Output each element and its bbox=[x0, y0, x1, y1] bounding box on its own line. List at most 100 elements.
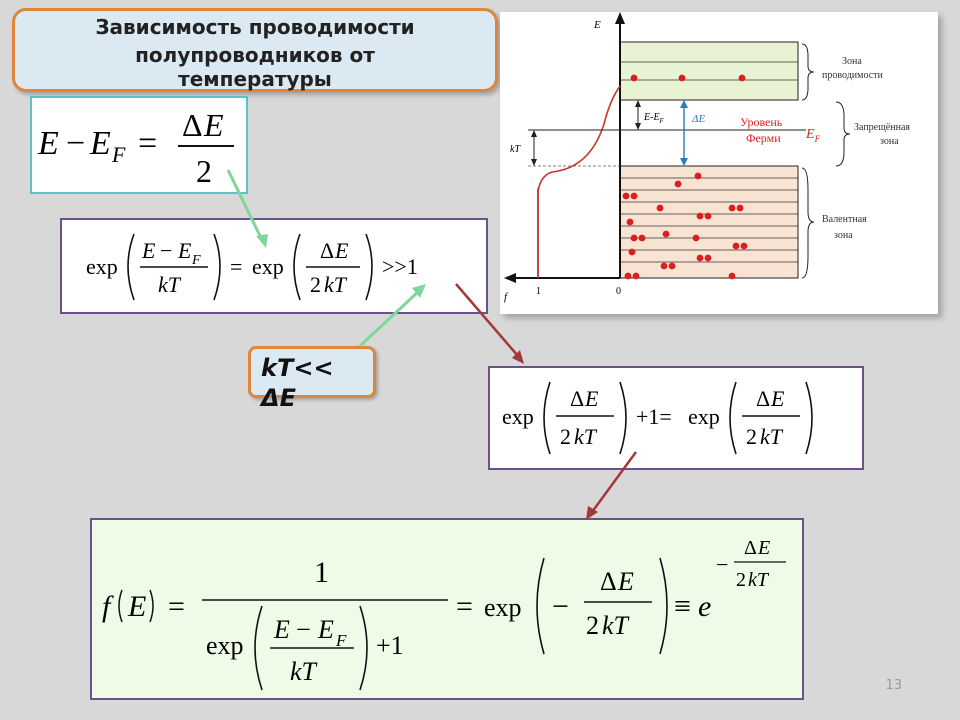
svg-text:2: 2 bbox=[736, 569, 746, 591]
svg-text:f: f bbox=[102, 590, 114, 623]
svg-text:exp: exp bbox=[206, 631, 244, 660]
svg-text:=: = bbox=[168, 590, 185, 623]
equation-approximation-formula: exp Δ E 2 kT +1= exp Δ E 2 kT bbox=[502, 381, 813, 455]
svg-text:Δ: Δ bbox=[320, 238, 334, 263]
svg-text:exp: exp bbox=[252, 254, 284, 279]
svg-text:2: 2 bbox=[586, 611, 599, 640]
svg-text:F: F bbox=[111, 142, 126, 167]
svg-text:kT: kT bbox=[324, 272, 348, 297]
title-line-3: температуры bbox=[178, 67, 332, 91]
equation-exponent-condition: exp E − E F kT = exp Δ E 2 kT >>1 bbox=[60, 218, 488, 314]
forbidden-label-1: Запрещённая bbox=[854, 122, 910, 133]
conduction-label-2: проводимости bbox=[822, 70, 884, 81]
svg-text:1: 1 bbox=[314, 556, 329, 589]
equation-approximation: exp Δ E 2 kT +1= exp Δ E 2 kT bbox=[488, 366, 864, 470]
svg-text:2: 2 bbox=[746, 424, 757, 449]
e-minus-ef-sub: F bbox=[659, 117, 665, 125]
fermi-label-line-2: Ферми bbox=[746, 131, 781, 145]
valence-label-2: зона bbox=[834, 230, 853, 241]
svg-text:kT: kT bbox=[574, 424, 598, 449]
svg-text:≡: ≡ bbox=[674, 590, 691, 623]
svg-text:kT: kT bbox=[760, 424, 784, 449]
title-line-2: полупроводников от bbox=[135, 43, 375, 67]
svg-text:2: 2 bbox=[560, 424, 571, 449]
equation-fermi-level-formula: E − E F = Δ E 2 bbox=[37, 107, 234, 189]
svg-text:E: E bbox=[317, 615, 334, 644]
svg-text:E: E bbox=[141, 238, 156, 263]
svg-text:−: − bbox=[716, 552, 728, 577]
svg-text:+1: +1 bbox=[376, 631, 404, 660]
forbidden-brace bbox=[835, 101, 851, 167]
svg-text:=: = bbox=[230, 254, 242, 279]
svg-text:kT: kT bbox=[158, 272, 182, 297]
svg-text:E: E bbox=[334, 238, 349, 263]
svg-text:E: E bbox=[584, 386, 599, 411]
svg-text:Δ: Δ bbox=[182, 107, 203, 143]
slide-title: Зависимость проводимости полупроводников… bbox=[12, 8, 498, 92]
condition-line-2: ΔE bbox=[261, 384, 296, 412]
condition-kt-much-less-delta-e: kT<< ΔE bbox=[248, 346, 376, 412]
svg-text:exp: exp bbox=[484, 593, 522, 622]
svg-text:Δ: Δ bbox=[600, 567, 617, 596]
svg-text:>>1: >>1 bbox=[382, 254, 418, 279]
svg-text:E: E bbox=[273, 615, 290, 644]
delta-e-label: ΔE bbox=[691, 113, 705, 125]
svg-text:E: E bbox=[37, 125, 59, 162]
svg-text:2: 2 bbox=[310, 272, 321, 297]
svg-text:−: − bbox=[552, 590, 569, 623]
conduction-band bbox=[619, 41, 799, 101]
slide-number: 13 bbox=[885, 678, 902, 693]
valence-electrons bbox=[622, 172, 748, 280]
svg-text:E: E bbox=[89, 125, 111, 162]
svg-text:−: − bbox=[160, 238, 172, 263]
svg-text:−: − bbox=[66, 125, 85, 162]
fermi-label-line-1: Уровень bbox=[740, 115, 783, 129]
ef-label-main: E bbox=[805, 127, 815, 142]
svg-text:Δ: Δ bbox=[744, 537, 757, 559]
e-minus-ef-label: E-EF bbox=[643, 112, 665, 125]
svg-text:kT: kT bbox=[602, 611, 630, 640]
svg-text:−: − bbox=[296, 615, 311, 644]
energy-axis-label: E bbox=[593, 19, 601, 31]
equation-exponent-condition-formula: exp E − E F kT = exp Δ E 2 kT >>1 bbox=[86, 233, 418, 301]
f-axis-label: f bbox=[504, 291, 509, 303]
svg-text:E: E bbox=[757, 537, 770, 559]
equation-fermi-level: E − E F = Δ E 2 bbox=[30, 96, 248, 194]
tick-zero-label: 0 bbox=[616, 286, 621, 297]
conduction-electrons bbox=[630, 74, 746, 82]
svg-text:E: E bbox=[770, 386, 785, 411]
band-diagram: E f 1 0 kT E-EF ΔE Уровень Ферми EF bbox=[500, 12, 938, 314]
valence-label-1: Валентная bbox=[822, 214, 867, 225]
svg-text:2: 2 bbox=[196, 153, 212, 189]
svg-text:e: e bbox=[698, 590, 711, 623]
svg-text:E: E bbox=[203, 107, 224, 143]
band-diagram-svg: E f 1 0 kT E-EF ΔE Уровень Ферми EF bbox=[504, 12, 910, 303]
e-minus-ef-main: E-E bbox=[643, 112, 660, 123]
svg-text:Δ: Δ bbox=[570, 386, 584, 411]
conduction-label-1: Зона bbox=[842, 56, 862, 67]
valence-brace bbox=[801, 167, 815, 279]
svg-text:exp: exp bbox=[86, 254, 118, 279]
svg-text:F: F bbox=[335, 631, 347, 650]
svg-text:kT: kT bbox=[748, 569, 770, 591]
svg-text:E: E bbox=[127, 590, 146, 623]
condition-line-1: kT<< bbox=[261, 354, 334, 382]
title-line-1: Зависимость проводимости bbox=[95, 15, 415, 39]
svg-text:Δ: Δ bbox=[756, 386, 770, 411]
conduction-brace bbox=[801, 43, 815, 101]
kt-label: kT bbox=[510, 144, 521, 155]
svg-text:exp: exp bbox=[688, 404, 720, 429]
ef-label-sub: F bbox=[814, 134, 821, 144]
equation-distribution-function: f E = 1 exp E − E F kT +1 = exp − Δ E 2 … bbox=[90, 518, 804, 700]
svg-text:E: E bbox=[177, 238, 192, 263]
forbidden-label-2: зона bbox=[880, 136, 899, 147]
svg-text:=: = bbox=[138, 125, 157, 162]
svg-text:exp: exp bbox=[502, 404, 534, 429]
svg-text:=: = bbox=[456, 590, 473, 623]
svg-text:+1=: +1= bbox=[636, 404, 672, 429]
fermi-dirac-curve bbox=[537, 85, 621, 278]
svg-text:E: E bbox=[617, 567, 634, 596]
tick-one-label: 1 bbox=[536, 286, 541, 297]
svg-text:kT: kT bbox=[290, 657, 318, 686]
ef-label: EF bbox=[805, 127, 821, 144]
